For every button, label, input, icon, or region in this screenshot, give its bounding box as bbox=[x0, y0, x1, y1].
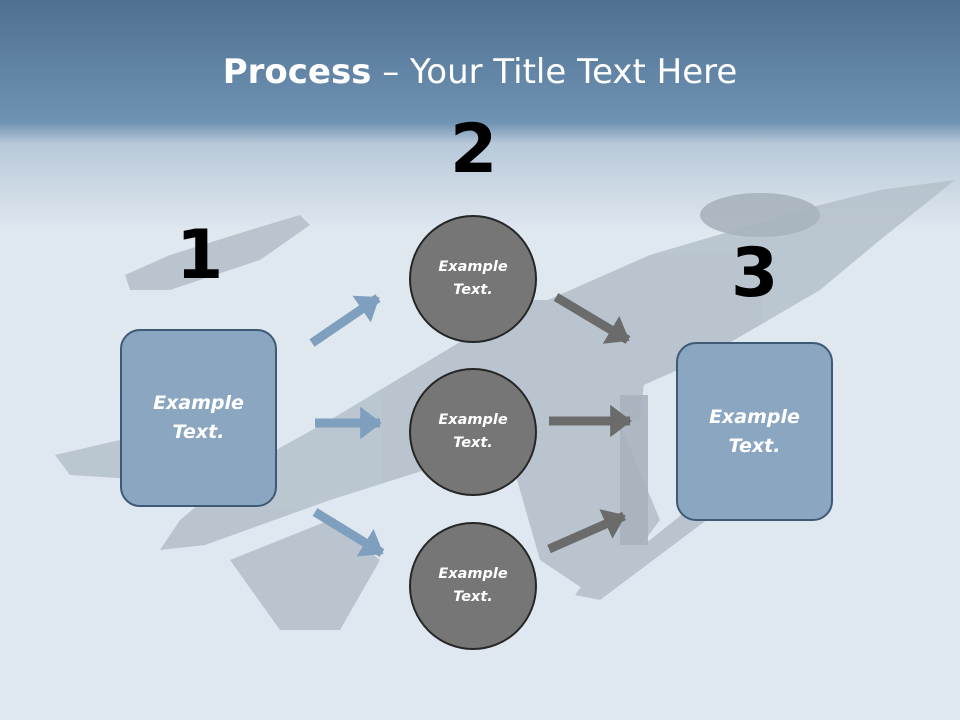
circle-step-3: Example Text. bbox=[409, 522, 537, 650]
circle-step-3-text: Example Text. bbox=[438, 566, 508, 605]
circle-step-1: Example Text. bbox=[409, 215, 537, 343]
step-number-2: 2 bbox=[450, 110, 498, 189]
left-step-box: Example Text. bbox=[120, 329, 277, 507]
title-bold: Process bbox=[222, 52, 372, 92]
step-number-1: 1 bbox=[176, 216, 224, 295]
slide-title: Process – Your Title Text Here bbox=[0, 52, 960, 92]
step-number-3: 3 bbox=[731, 234, 779, 313]
title-rest: – Your Title Text Here bbox=[371, 52, 738, 92]
circle-step-2: Example Text. bbox=[409, 368, 537, 496]
gray-arrow-group bbox=[547, 293, 632, 554]
right-step-text: Example Text. bbox=[709, 405, 800, 457]
arrow-from-circle-1 bbox=[553, 293, 631, 344]
blue-arrow-group bbox=[309, 294, 385, 557]
right-step-box: Example Text. bbox=[676, 342, 833, 521]
circle-step-1-text: Example Text. bbox=[438, 259, 508, 298]
left-step-text: Example Text. bbox=[153, 392, 244, 443]
arrow-from-circle-3 bbox=[547, 509, 626, 554]
arrow-to-circle-3 bbox=[312, 508, 385, 557]
arrow-to-circle-1 bbox=[309, 294, 381, 347]
circle-step-2-text: Example Text. bbox=[438, 412, 508, 451]
